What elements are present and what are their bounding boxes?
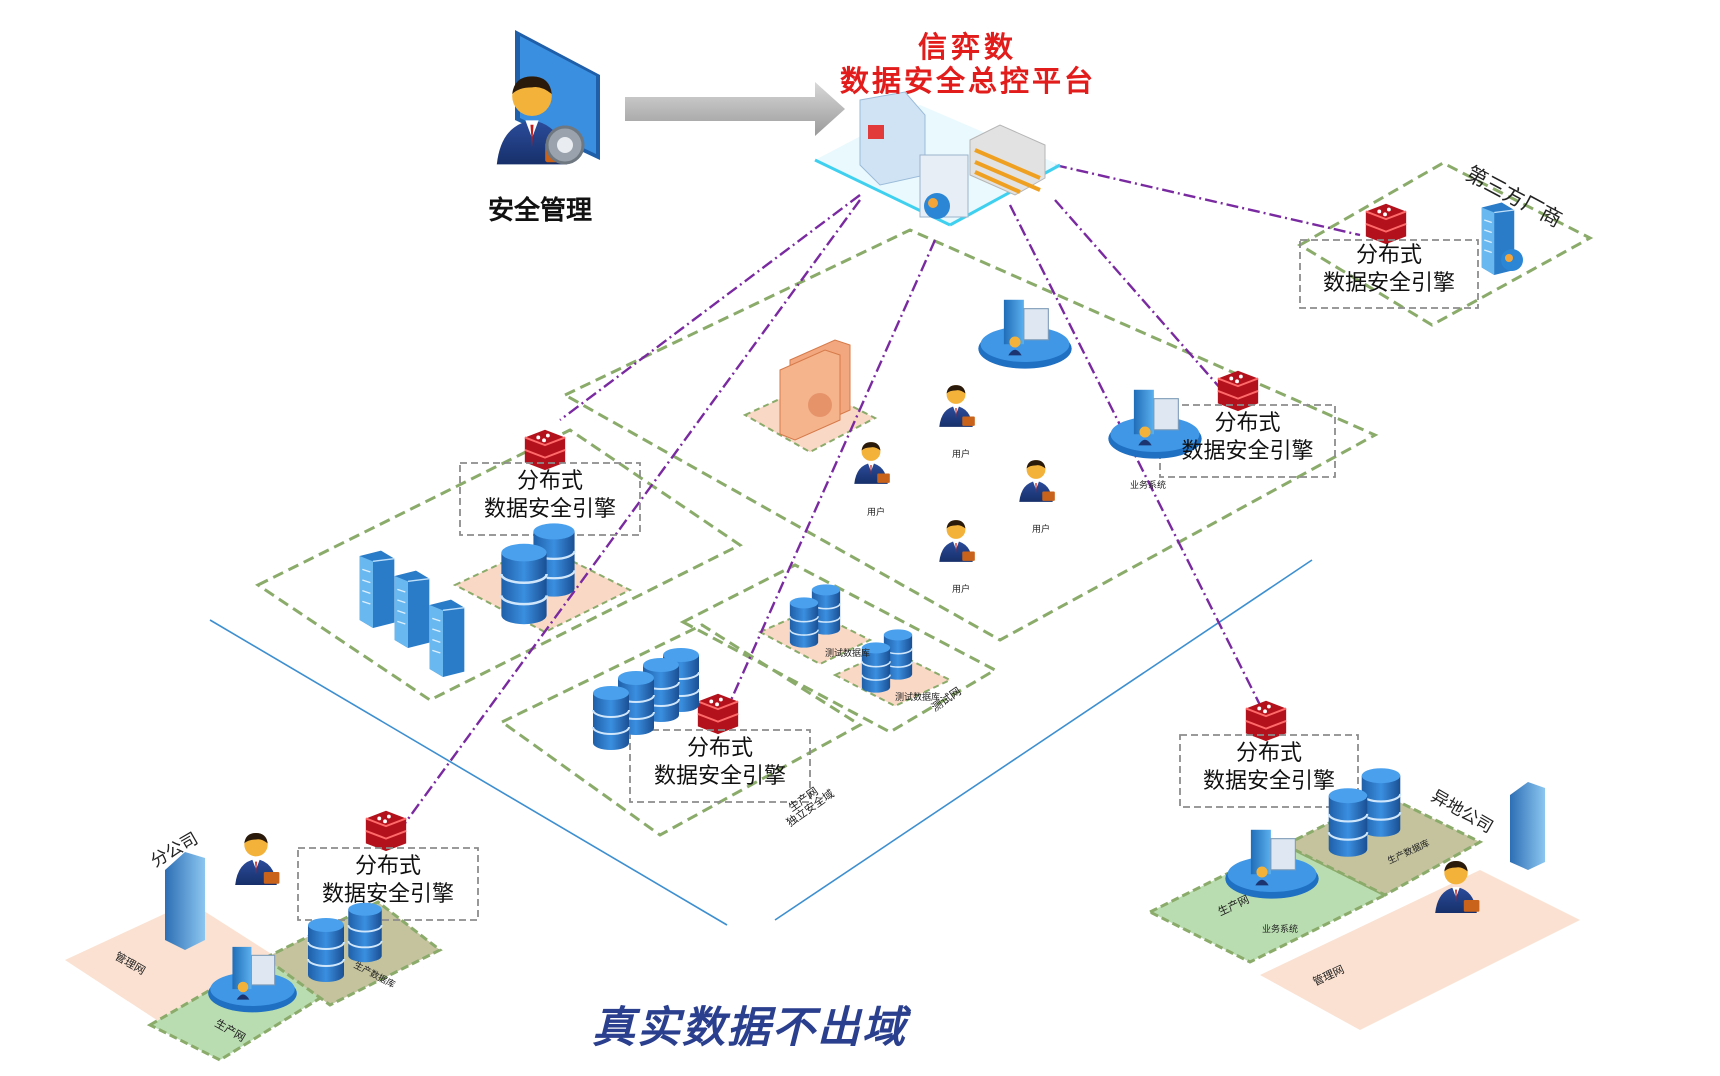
link-third-party <box>1054 163 1361 237</box>
user-icon-3 <box>1019 460 1055 502</box>
engine-icon-third-party <box>1364 202 1408 246</box>
engine-label-biz: 分布式数据安全引擎 <box>1181 411 1314 464</box>
biz-system-icon-top <box>977 299 1073 370</box>
link-branch <box>399 199 861 831</box>
dc-server-racks <box>358 549 466 677</box>
zone-data-center <box>255 428 743 702</box>
zone-third-party <box>1297 161 1594 327</box>
user-label-3: 用户 <box>1032 525 1051 535</box>
documents-icon <box>779 339 851 441</box>
engine-icon-dc <box>523 428 567 472</box>
admin-label: 安全管理 <box>488 196 593 226</box>
engine-box-branch <box>297 847 479 921</box>
slogan: 真实数据不出域 <box>592 1003 907 1053</box>
test-db-2-label: 测试数据库 <box>895 693 941 703</box>
zone-user-area <box>561 228 1379 642</box>
brand-title: 信弈数 <box>918 30 1018 64</box>
flow-arrow <box>625 82 845 136</box>
remote-building-icon <box>1510 782 1545 870</box>
engine-label-prod: 分布式数据安全引擎 <box>653 736 786 789</box>
engine-label-dc: 分布式数据安全引擎 <box>483 469 616 522</box>
platform-title: 数据安全总控平台 <box>840 64 1097 98</box>
link-biz <box>1054 199 1236 406</box>
user-label-4: 用户 <box>952 585 971 595</box>
admin-icon <box>496 30 600 165</box>
zone-prod-net <box>499 623 863 837</box>
user-icon-2 <box>939 385 975 427</box>
engine-box-third-party <box>1299 239 1479 309</box>
engine-box-prod <box>629 729 811 803</box>
engine-icon-prod <box>696 692 740 736</box>
zone-test-net <box>679 563 999 734</box>
engine-label-branch: 分布式数据安全引擎 <box>321 854 454 907</box>
engine-label-remote: 分布式数据安全引擎 <box>1202 741 1335 794</box>
engine-label-third-party: 分布式数据安全引擎 <box>1322 243 1455 296</box>
engine-icon-branch <box>364 809 408 853</box>
biz-system-label-remote: 业务系统 <box>1262 925 1299 935</box>
branch-user-icon <box>235 833 280 885</box>
user-label-1: 用户 <box>867 508 886 518</box>
link-remote <box>1008 204 1267 716</box>
link-prod <box>718 239 937 726</box>
user-icon-1 <box>854 442 890 484</box>
branch-building-icon <box>165 852 205 950</box>
divider-left <box>209 619 728 926</box>
user-icon-4 <box>939 520 975 562</box>
link-dc <box>559 194 861 421</box>
pad-remote-mgmt <box>1260 870 1580 1030</box>
biz-system-label-mid: 业务系统 <box>1130 481 1167 491</box>
third-party-server-icon <box>1481 201 1523 275</box>
test-db-1-label: 测试数据库 <box>825 649 871 659</box>
user-label-2: 用户 <box>952 450 971 460</box>
platform-icon <box>814 91 1061 227</box>
divider-right <box>774 559 1313 921</box>
engine-box-remote <box>1179 734 1359 808</box>
